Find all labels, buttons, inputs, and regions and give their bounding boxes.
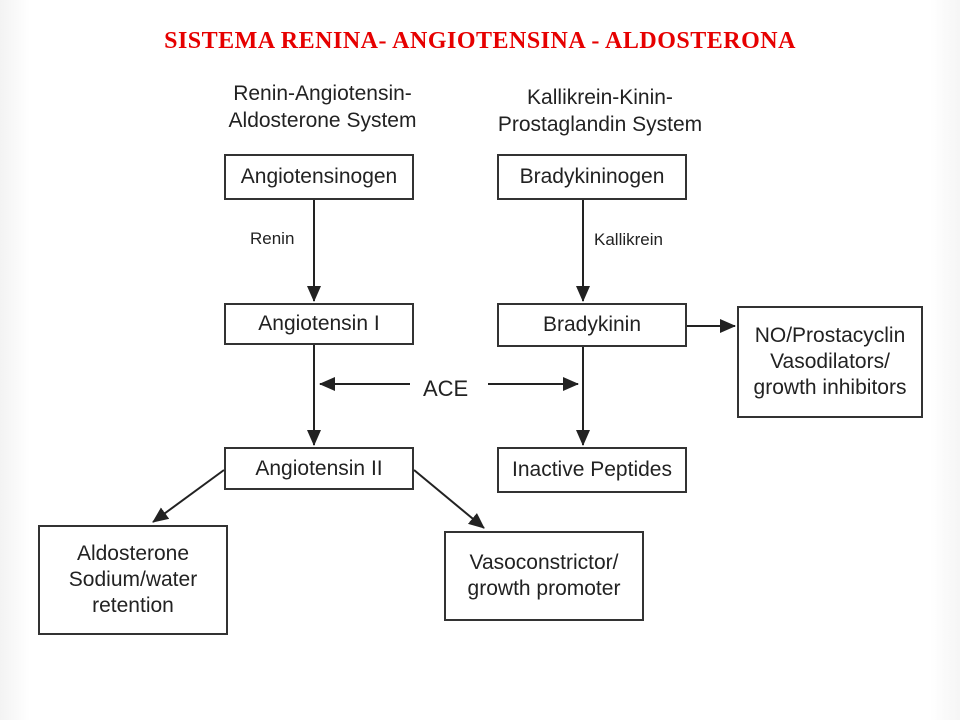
vasoconstrictor-box: Vasoconstrictor/ growth promoter	[444, 531, 644, 621]
angiotensinogen-box: Angiotensinogen	[224, 154, 414, 200]
arrow-angiotensin-ii-to-aldosterone	[152, 469, 225, 523]
page-title: SISTEMA RENINA- ANGIOTENSINA - ALDOSTERO…	[164, 28, 796, 54]
no-prostacyclin-box: NO/Prostacyclin Vasodilators/ growth inh…	[737, 306, 923, 418]
arrow-angiotensin-ii-to-vasoconstrictor	[413, 469, 485, 529]
angiotensin-ii-box: Angiotensin II	[224, 447, 414, 490]
inactive-peptides-box: Inactive Peptides	[497, 447, 687, 493]
kallikrein-label: Kallikrein	[594, 230, 663, 249]
renin-label: Renin	[250, 229, 295, 248]
raas-heading: Renin-Angiotensin- Aldosterone System	[228, 82, 417, 132]
bradykinin-box: Bradykinin	[497, 303, 687, 347]
ace-label: ACE	[423, 376, 469, 401]
aldosterone-box: Aldosterone Sodium/water retention	[38, 525, 228, 635]
kkps-heading: Kallikrein-Kinin- Prostaglandin System	[497, 86, 703, 136]
bradykininogen-box: Bradykininogen	[497, 154, 687, 200]
angiotensin-i-box: Angiotensin I	[224, 303, 414, 345]
